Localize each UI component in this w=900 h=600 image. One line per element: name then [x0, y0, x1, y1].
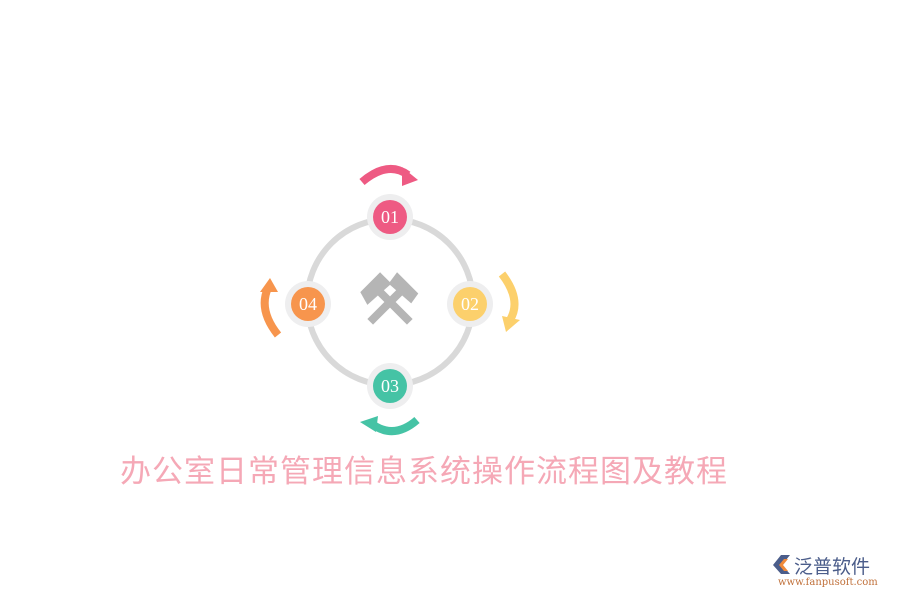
arrow-icon: [498, 271, 520, 332]
brand-logo: 泛普软件 www.fanpusoft.com: [770, 552, 895, 592]
step-label: 03: [373, 369, 407, 403]
arrow-icon: [360, 416, 420, 435]
arrow-icon: [359, 164, 418, 186]
step-node-01: 01: [367, 194, 413, 240]
step-node-02: 02: [447, 281, 493, 327]
step-label: 02: [453, 287, 487, 321]
logo-icon: [773, 555, 790, 574]
crossed-hammers-icon: [360, 272, 419, 325]
step-label: 04: [291, 287, 325, 321]
step-node-03: 03: [367, 363, 413, 409]
page-title: 办公室日常管理信息系统操作流程图及教程: [120, 454, 728, 490]
logo-brand-name: 泛普软件: [794, 556, 871, 578]
step-node-04: 04: [285, 281, 331, 327]
arrow-icon: [260, 278, 282, 338]
logo-url: www.fanpusoft.com: [778, 577, 878, 588]
step-label: 01: [373, 200, 407, 234]
